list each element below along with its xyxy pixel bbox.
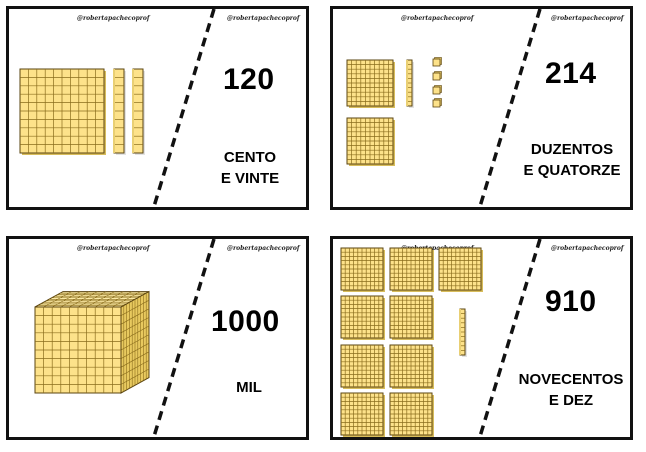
number-value: 120 bbox=[223, 63, 275, 96]
card-120: @robertapachecoprof @robertapachecoprof … bbox=[6, 6, 309, 210]
hundred-flat bbox=[346, 117, 395, 166]
hundred-flat bbox=[438, 247, 483, 292]
number-words-line2: E DEZ bbox=[548, 392, 594, 409]
credit-left: @robertapachecoprof bbox=[77, 15, 150, 22]
base-ten-blocks-214 bbox=[346, 57, 442, 166]
base-ten-blocks-910 bbox=[340, 247, 483, 437]
unit-cube bbox=[432, 57, 442, 67]
dashed-divider bbox=[477, 239, 542, 437]
credit-left: @robertapachecoprof bbox=[77, 245, 150, 252]
dashed-divider bbox=[151, 239, 216, 437]
credit-right: @robertapachecoprof bbox=[227, 245, 300, 252]
number-value: 910 bbox=[545, 285, 597, 318]
ten-rod bbox=[406, 59, 414, 108]
number-words-line1: DUZENTOS bbox=[530, 141, 614, 158]
hundred-flat bbox=[340, 247, 385, 292]
ten-rod bbox=[459, 308, 467, 357]
number-words-line1: MIL bbox=[236, 379, 262, 396]
number-words-line1: CENTO bbox=[223, 149, 277, 166]
hundred-flat bbox=[340, 295, 385, 340]
card-910: @robertapachecoprof @robertapachecoprof … bbox=[330, 236, 633, 440]
dashed-divider bbox=[477, 9, 542, 207]
credit-left: @robertapachecoprof bbox=[401, 15, 474, 22]
number-words: DUZENTOS E QUATORZE bbox=[511, 139, 630, 181]
hundred-flat bbox=[340, 392, 385, 437]
hundred-flat bbox=[19, 68, 106, 155]
number-words: MIL bbox=[209, 377, 289, 398]
number-words-line2: E VINTE bbox=[220, 170, 280, 187]
ten-rod bbox=[132, 68, 145, 155]
number-words-line2: E QUATORZE bbox=[523, 162, 621, 179]
card-214: @robertapachecoprof @robertapachecoprof … bbox=[330, 6, 633, 210]
number-words: NOVECENTOS E DEZ bbox=[509, 369, 630, 411]
hundred-flat bbox=[389, 392, 434, 437]
hundred-flat bbox=[340, 344, 385, 389]
unit-cube bbox=[432, 98, 442, 108]
number-value: 1000 bbox=[211, 305, 280, 338]
hundred-flat bbox=[389, 247, 434, 292]
hundred-flat bbox=[389, 344, 434, 389]
ten-rod bbox=[113, 68, 126, 155]
unit-cube bbox=[432, 85, 442, 95]
dashed-divider bbox=[151, 9, 216, 207]
base-ten-blocks-1000 bbox=[34, 290, 150, 394]
number-words-line1: NOVECENTOS bbox=[518, 371, 624, 388]
credit-left: @robertapachecoprof bbox=[401, 245, 474, 252]
thousand-cube bbox=[34, 290, 150, 394]
hundred-flat bbox=[389, 295, 434, 340]
number-words: CENTO E VINTE bbox=[195, 147, 305, 189]
base-ten-blocks-120 bbox=[19, 68, 145, 155]
unit-cube bbox=[432, 71, 442, 81]
number-value: 214 bbox=[545, 57, 597, 90]
hundred-flat bbox=[346, 59, 395, 108]
credit-right: @robertapachecoprof bbox=[551, 15, 624, 22]
card-1000: @robertapachecoprof @robertapachecoprof … bbox=[6, 236, 309, 440]
credit-right: @robertapachecoprof bbox=[551, 245, 624, 252]
credit-right: @robertapachecoprof bbox=[227, 15, 300, 22]
